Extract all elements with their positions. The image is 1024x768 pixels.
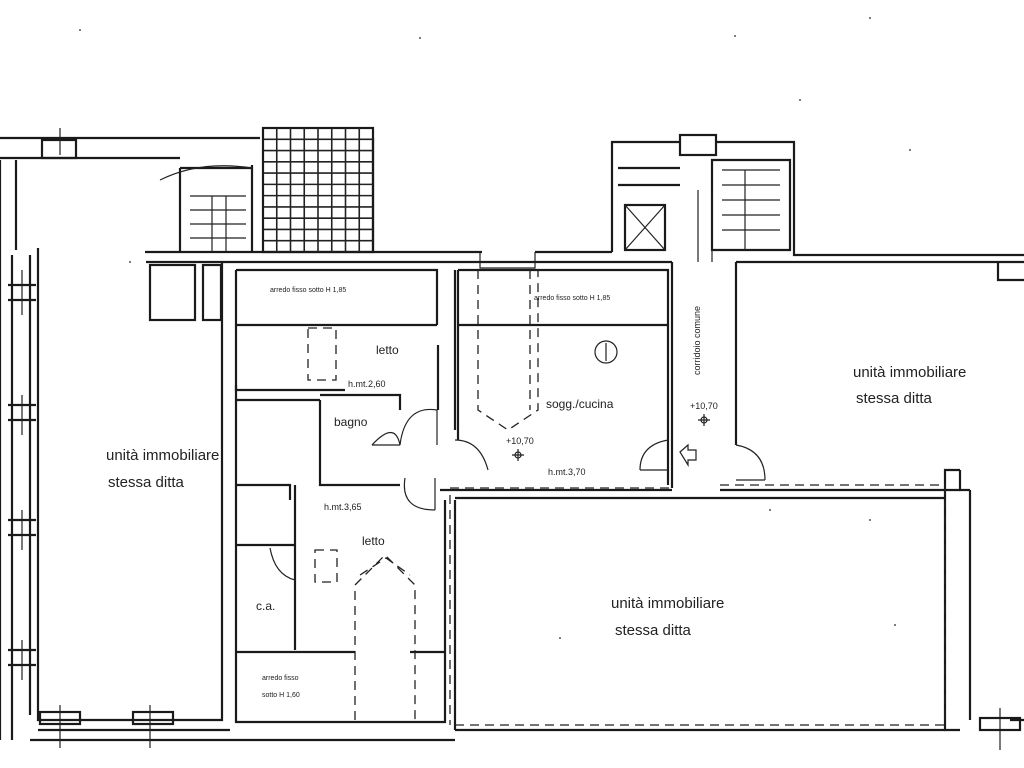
level-markers bbox=[512, 340, 710, 461]
label-ca: c.a. bbox=[256, 599, 275, 613]
doors bbox=[269, 252, 766, 581]
label-height-letto: h.mt.2,60 bbox=[348, 379, 386, 389]
label-unit-bottom-1: unità immobiliare bbox=[611, 595, 724, 612]
label-unit-left-2: stessa ditta bbox=[108, 474, 185, 491]
label-letto-upper: letto bbox=[376, 343, 399, 357]
label-unit-left-1: unità immobiliare bbox=[106, 447, 219, 464]
label-unit-bottom-2: stessa ditta bbox=[615, 622, 692, 639]
outer-walls bbox=[0, 136, 1024, 742]
label-arredo-upper: arredo fisso sotto H 1,85 bbox=[270, 287, 346, 294]
label-unit-right-1: unità immobiliare bbox=[853, 364, 966, 381]
label-corridor: corridoio comune bbox=[692, 306, 702, 375]
label-arredo-sogg: arredo fisso sotto H 1,85 bbox=[534, 295, 610, 302]
label-letto-lower: letto bbox=[362, 534, 385, 548]
label-height-corr: h.mt.3,65 bbox=[324, 502, 362, 512]
corridor bbox=[670, 190, 738, 488]
label-soggiorno: sogg./cucina bbox=[546, 397, 614, 411]
room-labels: unità immobiliare stessa ditta unità imm… bbox=[106, 287, 966, 699]
label-arredo-lower-2: sotto H 1,60 bbox=[262, 692, 300, 699]
label-unit-right-2: stessa ditta bbox=[856, 390, 933, 407]
label-arredo-lower-1: arredo fisso bbox=[262, 675, 299, 682]
interior-walls bbox=[234, 268, 960, 730]
dashed-outlines bbox=[307, 270, 946, 726]
grating bbox=[261, 126, 375, 254]
facade-columns bbox=[8, 128, 1022, 750]
left-stair bbox=[148, 165, 254, 322]
label-level-corr: +10,70 bbox=[690, 401, 718, 411]
right-stair bbox=[618, 133, 792, 252]
label-level-sogg: +10,70 bbox=[506, 436, 534, 446]
label-height-sogg: h.mt.3,70 bbox=[548, 467, 586, 477]
label-bagno: bagno bbox=[334, 415, 368, 429]
scan-specks bbox=[79, 17, 911, 639]
